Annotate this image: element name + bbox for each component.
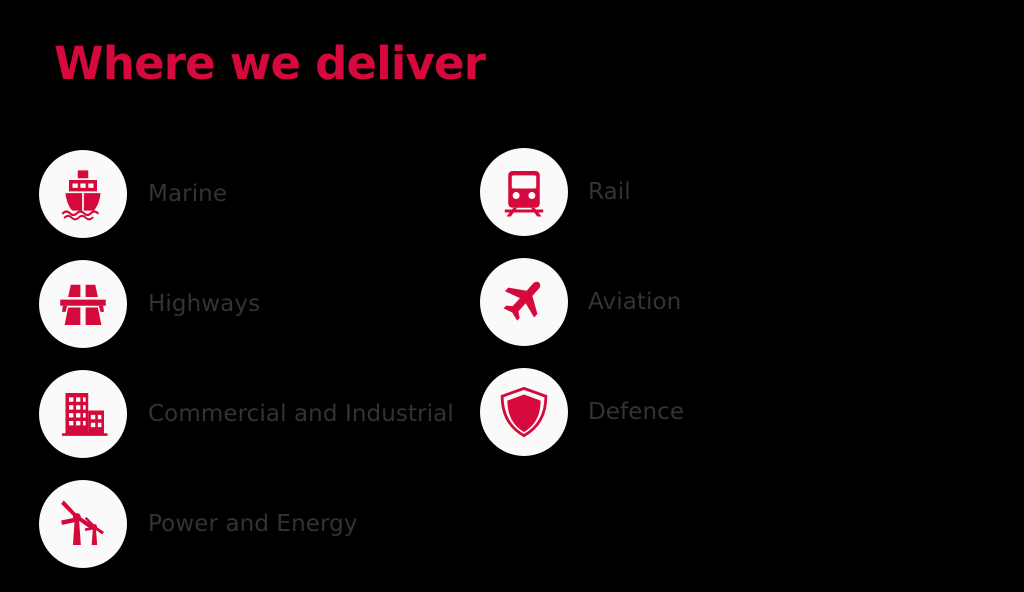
sector-label: Marine	[148, 180, 228, 207]
sector-item-aviation[interactable]: Aviation	[480, 247, 684, 357]
sectors-left-column: Marine Highways	[39, 139, 454, 579]
buildings-icon	[39, 370, 127, 458]
airplane-icon	[480, 258, 568, 346]
sector-item-defence[interactable]: Defence	[480, 357, 684, 467]
sector-label: Power and Energy	[148, 510, 358, 537]
sector-item-power-and-energy[interactable]: Power and Energy	[39, 469, 454, 579]
sector-label: Rail	[588, 178, 631, 205]
sector-label: Highways	[148, 290, 261, 317]
train-icon	[480, 148, 568, 236]
sector-label: Commercial and Industrial	[148, 400, 454, 427]
sector-item-highways[interactable]: Highways	[39, 249, 454, 359]
ship-icon	[39, 150, 127, 238]
motorway-icon	[39, 260, 127, 348]
sector-item-commercial-and-industrial[interactable]: Commercial and Industrial	[39, 359, 454, 469]
sectors-right-column: Rail Aviation Defence	[480, 139, 684, 467]
sector-label: Aviation	[588, 288, 682, 315]
shield-icon	[480, 368, 568, 456]
sector-label: Defence	[588, 398, 685, 425]
page-title: Where we deliver	[54, 37, 486, 90]
sector-item-marine[interactable]: Marine	[39, 139, 454, 249]
wind-turbine-icon	[39, 480, 127, 568]
sector-item-rail[interactable]: Rail	[480, 137, 684, 247]
